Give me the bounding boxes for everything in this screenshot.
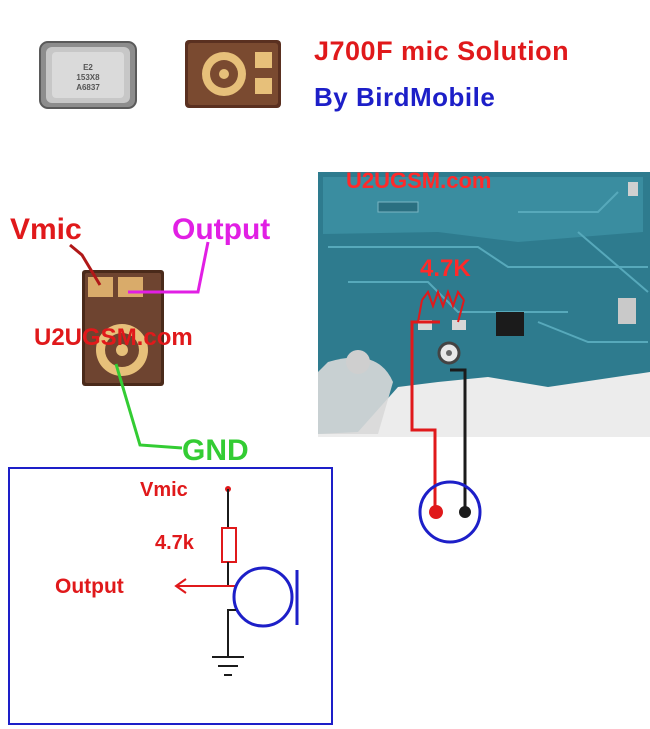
schematic-vmic-label: Vmic — [140, 479, 188, 501]
page-title: J700F mic Solution — [314, 36, 570, 66]
mic-front-text-3: A6837 — [76, 83, 100, 92]
output-leader-line — [128, 241, 210, 294]
board-photo: U2UGSM.com 4.7K — [318, 172, 650, 437]
vmic-pad — [88, 277, 113, 297]
board-resistor-symbol — [421, 289, 465, 309]
output-wire — [450, 368, 467, 512]
schematic-mic-symbol — [232, 566, 294, 628]
gnd-label: GND — [182, 434, 249, 467]
board-resistor-label: 4.7K — [420, 255, 471, 282]
vmic-wire — [410, 320, 440, 512]
component-photos: E2 153X8 A6837 — [39, 40, 281, 109]
gnd-leader-line — [114, 363, 183, 450]
ic-chip — [496, 312, 524, 336]
mic-front-text-2: 153X8 — [76, 73, 100, 82]
vmic-label: Vmic — [10, 213, 82, 246]
ground-wire — [227, 609, 236, 657]
mic-component-body — [82, 270, 164, 386]
mic-pinout-diagram: Vmic Output GND U2UGSM.com — [10, 213, 270, 467]
board-watermark: U2UGSM.com — [346, 172, 491, 193]
pinout-watermark: U2UGSM.com — [34, 324, 193, 351]
output-terminal — [459, 506, 471, 518]
mic-front-photo: E2 153X8 A6837 — [39, 41, 137, 109]
board-to-mic-wiring — [410, 320, 482, 544]
vmic-terminal — [429, 505, 443, 519]
output-label: Output — [172, 213, 270, 246]
mic-back-photo — [185, 40, 281, 108]
vmic-leader-line — [69, 243, 102, 286]
schematic-resistor-label: 4.7k — [155, 532, 195, 554]
page-subtitle: By BirdMobile — [314, 82, 496, 112]
schematic-border — [8, 467, 333, 725]
mic-symbol-circle — [418, 480, 482, 544]
schematic-output-label: Output — [55, 575, 124, 598]
schematic-diagram: Vmic 4.7k Output — [8, 467, 333, 725]
output-pad — [118, 277, 143, 297]
mic-front-text-1: E2 — [83, 63, 93, 72]
output-arrow — [174, 578, 187, 594]
